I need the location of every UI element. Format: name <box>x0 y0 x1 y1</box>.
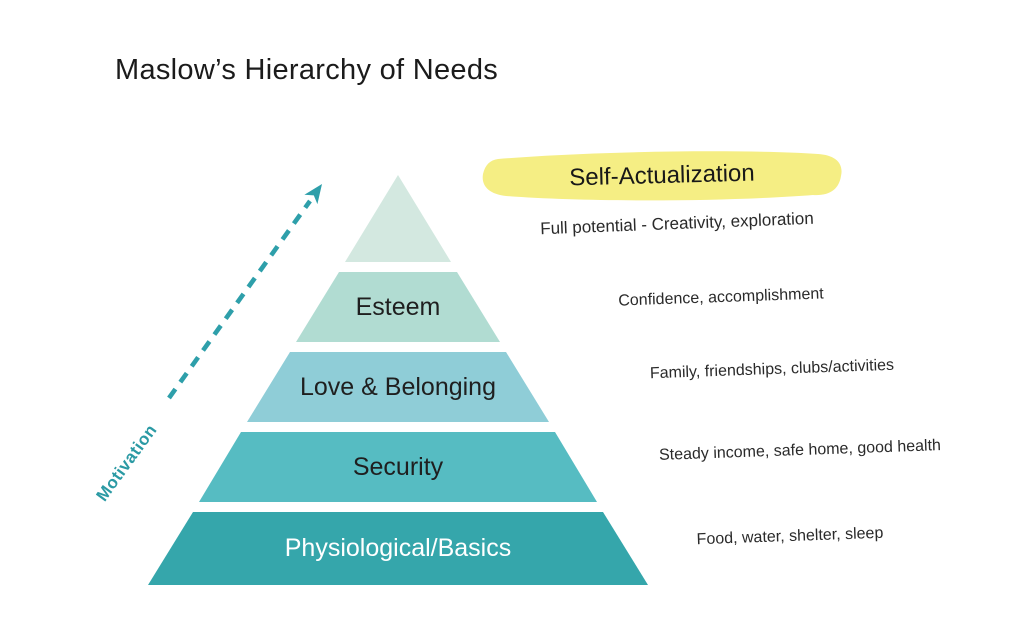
level-description-physiological: Food, water, shelter, sleep <box>696 524 884 549</box>
motivation-arrowhead-icon <box>304 184 322 205</box>
self-actualization-label: Self-Actualization <box>568 159 756 192</box>
page-title: Maslow’s Hierarchy of Needs <box>115 54 499 86</box>
pyramid-level-label: Esteem <box>355 292 441 321</box>
level-description-love-belonging: Family, friendships, clubs/activities <box>649 356 895 383</box>
self-actualization-highlight <box>482 151 842 201</box>
pyramid-level-security: Security <box>199 432 597 502</box>
pyramid-level-label: Physiological/Basics <box>284 534 512 562</box>
pyramid-level-love-belonging: Love & Belonging <box>247 352 549 422</box>
pyramid-level-label: Love & Belonging <box>300 372 496 401</box>
pyramid-level-label: Security <box>352 452 444 481</box>
motivation-arrow-line <box>167 199 312 400</box>
level-description-security: Steady income, safe home, good health <box>658 437 942 464</box>
pyramid-level-esteem: Esteem <box>296 272 500 342</box>
motivation-arrow <box>167 184 322 400</box>
level-description-esteem: Confidence, accomplishment <box>618 285 824 310</box>
pyramid-level-physiological: Physiological/Basics <box>148 512 648 585</box>
pyramid: Esteem Love & Belonging Security Physiol… <box>148 175 648 585</box>
highlight-brush-shape <box>482 151 842 201</box>
